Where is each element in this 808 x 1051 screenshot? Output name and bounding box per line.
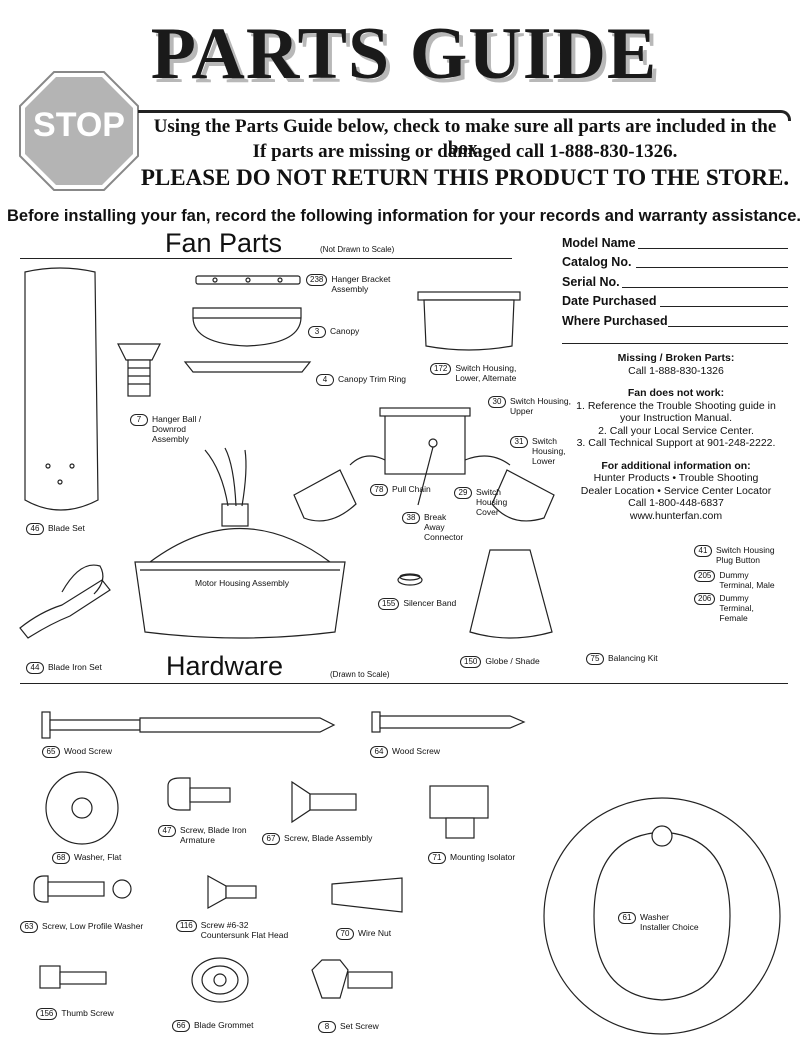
additional-line-1: Hunter Products • Trouble Shooting bbox=[593, 472, 759, 484]
missing-phone: Call 1-888-830-1326 bbox=[628, 364, 724, 377]
missing-title: Missing / Broken Parts: bbox=[617, 352, 735, 364]
warning-line-3: PLEASE DO NOT RETURN THIS PRODUCT TO THE… bbox=[140, 165, 790, 190]
notwork-step-2: 2. Call your Local Service Center. bbox=[598, 424, 754, 437]
catalog-no-field[interactable] bbox=[636, 267, 788, 268]
info-block: Missing / Broken Parts: Call 1-888-830-1… bbox=[565, 352, 787, 522]
notwork-step-1: 1. Reference the Trouble Shooting guide … bbox=[576, 399, 776, 412]
where-purchased-field[interactable] bbox=[668, 326, 788, 327]
additional-line-2: Dealer Location • Service Center Locator bbox=[580, 484, 772, 497]
record-instructions: Before installing your fan, record the f… bbox=[7, 207, 801, 225]
hardware-scale-note: (Drawn to Scale) bbox=[330, 670, 390, 679]
serial-no-label: Serial No. bbox=[562, 275, 620, 289]
hardware-drawings bbox=[33, 711, 781, 1035]
fan-parts-heading: Fan Parts bbox=[165, 228, 283, 258]
model-name-field[interactable] bbox=[638, 248, 788, 249]
fan-parts-scale-note: (Not Drawn to Scale) bbox=[320, 245, 395, 254]
model-name-label: Model Name bbox=[562, 236, 636, 250]
page-title: PARTS GUIDE bbox=[150, 13, 658, 95]
additional-line-3: Call 1-800-448-6837 bbox=[628, 497, 724, 509]
fan-parts-drawings bbox=[19, 267, 555, 639]
hardware-rule bbox=[20, 683, 788, 684]
stop-sign-label: STOP bbox=[33, 106, 125, 144]
notwork-title: Fan does not work: bbox=[627, 387, 725, 399]
additional-line-4: www.hunterfan.com bbox=[629, 509, 723, 522]
warning-line-1: Using the Parts Guide below, check to ma… bbox=[153, 116, 777, 159]
warning-frame bbox=[138, 110, 791, 121]
additional-title: For additional information on: bbox=[601, 459, 751, 472]
where-purchased-label: Where Purchased bbox=[562, 314, 668, 328]
stop-sign-icon bbox=[19, 71, 139, 191]
serial-no-field[interactable] bbox=[622, 287, 788, 288]
notwork-step-1b: your Instruction Manual. bbox=[619, 412, 733, 424]
catalog-no-label: Catalog No. bbox=[562, 255, 632, 269]
notwork-step-3: 3. Call Technical Support at 901-248-222… bbox=[576, 437, 776, 449]
warning-line-2: If parts are missing or damaged call 1-8… bbox=[252, 141, 678, 162]
hardware-heading: Hardware bbox=[166, 651, 284, 681]
fan-parts-rule bbox=[20, 258, 512, 259]
date-purchased-field[interactable] bbox=[660, 306, 788, 307]
date-purchased-label: Date Purchased bbox=[562, 294, 657, 308]
records-rule bbox=[562, 343, 788, 344]
motor-housing-label: Motor Housing Assembly bbox=[195, 578, 290, 588]
